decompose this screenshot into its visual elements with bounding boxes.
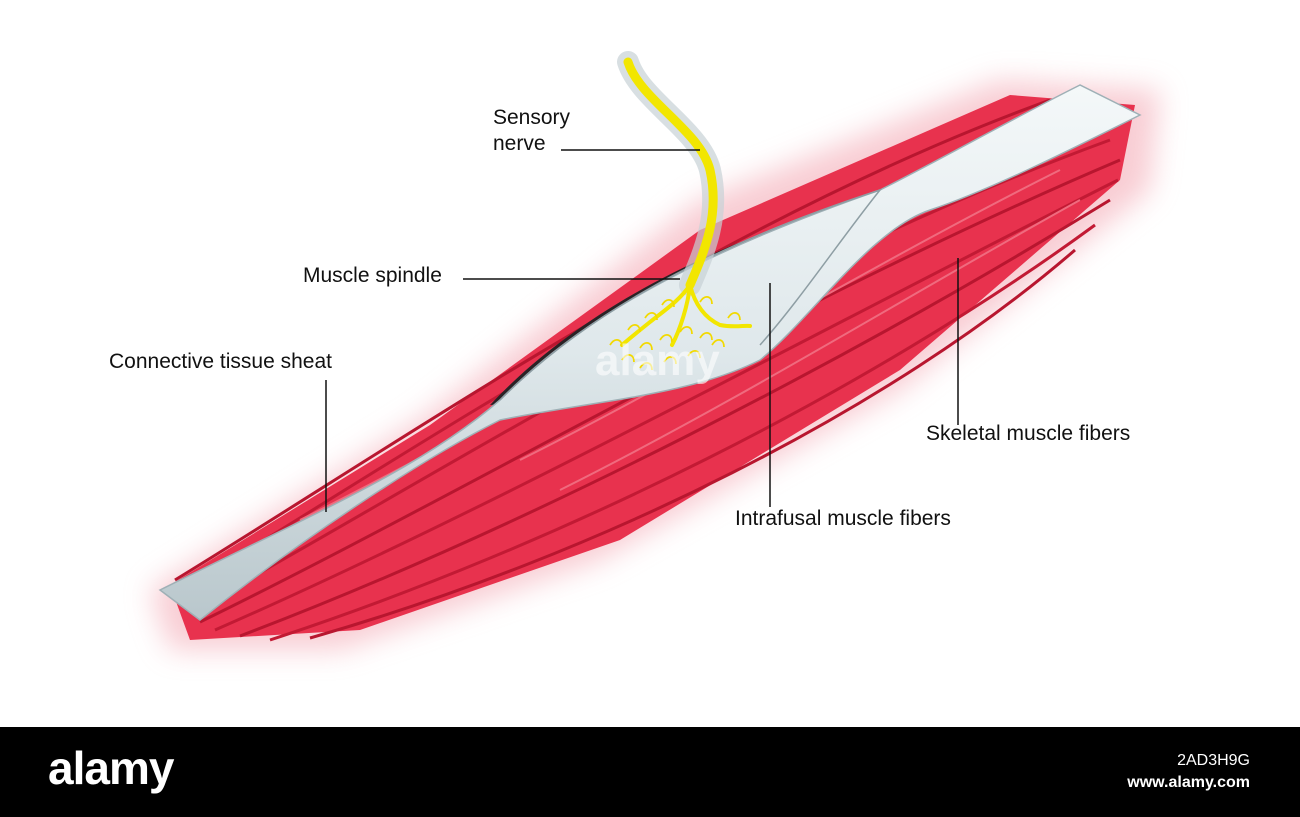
brand-logo[interactable]: alamy — [48, 742, 174, 794]
label-sensory-line2: nerve — [493, 132, 546, 156]
label-sensory-nerve: Sensory nerve — [493, 105, 570, 158]
connective-tissue-sheath — [158, 84, 1142, 621]
diagram-stage: alamy Sensory nerve Muscle spindle Conne… — [109, 51, 1160, 650]
leader-lines — [325, 149, 959, 512]
muscle-spindle-illustration: alamy — [150, 51, 1160, 650]
footer-bar: alamy 2AD3H9G www.alamy.com — [0, 727, 1300, 817]
watermark-graphic: alamy — [595, 336, 720, 385]
label-intrafusal-muscle-fibers: Intrafusal muscle fibers — [735, 507, 951, 530]
image-id: 2AD3H9G — [1177, 752, 1250, 769]
label-connective-tissue-sheath: Connective tissue sheat — [109, 350, 332, 373]
sensory-nerve — [609, 51, 752, 371]
label-skeletal-muscle-fibers: Skeletal muscle fibers — [926, 422, 1131, 445]
label-sensory-line1: Sensory — [493, 106, 571, 129]
label-muscle-spindle: Muscle spindle — [303, 264, 442, 287]
svg-text:alamy: alamy — [595, 336, 720, 385]
site-url[interactable]: www.alamy.com — [1127, 774, 1250, 791]
